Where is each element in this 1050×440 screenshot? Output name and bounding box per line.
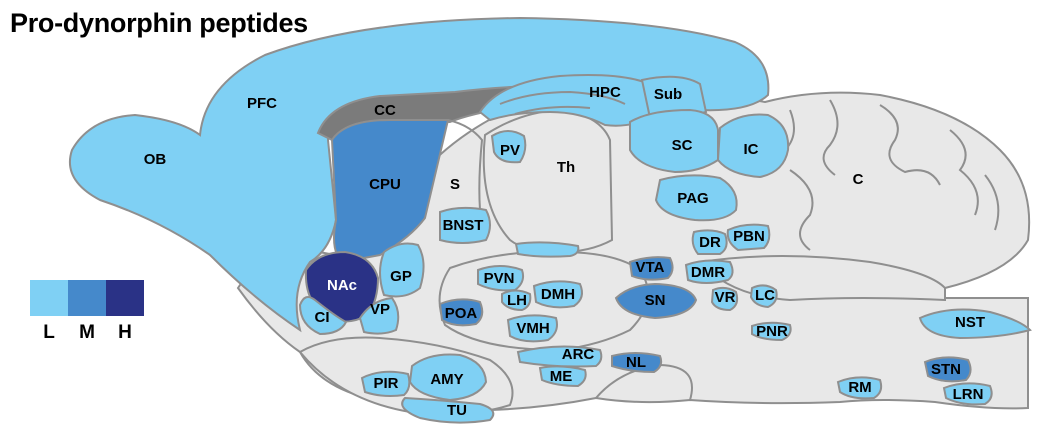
thalamus-base-fill — [514, 241, 580, 258]
region-rm-shape — [836, 376, 883, 400]
legend-label-high: H — [118, 322, 132, 343]
label-pag: PAG — [677, 190, 708, 207]
region-amy-shape — [408, 353, 488, 402]
label-ic: IC — [744, 141, 759, 158]
region-sn-shape — [614, 282, 698, 320]
region-poa-shape — [438, 298, 484, 327]
label-sub: Sub — [654, 86, 682, 103]
region-nl-shape — [611, 352, 663, 374]
region-lrn-shape — [942, 382, 993, 406]
label-tu: TU — [447, 402, 467, 419]
legend-swatch-high — [106, 280, 144, 316]
label-s: S — [450, 176, 460, 193]
label-sn: SN — [645, 292, 666, 309]
label-ci: CI — [315, 309, 330, 326]
hippocampus-inner-line — [499, 90, 626, 115]
region-nst-shape — [918, 308, 1032, 340]
region-stn-shape — [923, 356, 972, 383]
label-dr: DR — [699, 234, 721, 251]
label-amy: AMY — [430, 371, 463, 388]
label-pnr: PNR — [756, 323, 788, 340]
label-stn: STN — [931, 361, 961, 378]
region-pnr-shape — [751, 321, 792, 342]
region-vr-shape — [710, 286, 739, 312]
region-me-shape — [538, 365, 587, 388]
region-vp-shape — [358, 296, 400, 335]
region-bnst-shape — [439, 206, 491, 244]
label-lrn: LRN — [953, 386, 984, 403]
legend-label-medium: M — [79, 322, 95, 343]
label-poa: POA — [445, 305, 478, 322]
region-arc-shape — [516, 345, 603, 368]
label-pvn: PVN — [484, 270, 515, 287]
region-vta-shape — [628, 256, 674, 281]
label-bnst: BNST — [443, 217, 484, 234]
label-dmr: DMR — [691, 264, 725, 281]
region-pbn-shape — [726, 223, 771, 252]
region-vmh-shape — [506, 314, 558, 343]
label-vr: VR — [715, 289, 736, 306]
label-pfc: PFC — [247, 95, 277, 112]
label-vmh: VMH — [516, 320, 549, 337]
legend-swatch-medium — [68, 280, 106, 316]
region-pv-shape — [490, 130, 527, 164]
region-ci-shape — [298, 295, 348, 336]
label-nst: NST — [955, 314, 985, 331]
label-pbn: PBN — [733, 228, 765, 245]
region-pvn-shape — [477, 265, 525, 292]
label-th: Th — [557, 159, 575, 176]
label-pir: PIR — [373, 375, 398, 392]
region-lh-shape — [501, 289, 532, 312]
region-ic-shape — [716, 113, 790, 179]
label-rm: RM — [848, 379, 871, 396]
legend: L M H — [30, 280, 144, 343]
label-pv: PV — [500, 142, 520, 159]
region-pag-shape — [654, 174, 738, 222]
region-pir-shape — [360, 370, 411, 397]
label-lh: LH — [507, 292, 527, 309]
cerebellum-folds — [784, 99, 1000, 251]
region-gp-shape — [379, 242, 425, 298]
region-dr-shape — [691, 229, 728, 255]
label-sc: SC — [672, 137, 693, 154]
region-cpu-shape — [330, 119, 450, 264]
label-ob: OB — [144, 151, 167, 168]
label-vp: VP — [370, 301, 390, 318]
region-lc-shape — [749, 284, 778, 309]
region-dmr-shape — [684, 259, 734, 284]
label-c: C — [853, 171, 864, 188]
region-dmh-shape — [532, 280, 583, 309]
label-me: ME — [550, 368, 573, 385]
label-vta: VTA — [636, 259, 665, 276]
figure-title: Pro-dynorphin peptides — [10, 8, 308, 38]
legend-swatch-low — [30, 280, 68, 316]
label-hpc: HPC — [589, 84, 621, 101]
label-nac: NAc — [327, 277, 357, 294]
label-lc: LC — [755, 287, 775, 304]
label-dmh: DMH — [541, 286, 575, 303]
label-nl: NL — [626, 354, 646, 371]
label-cc: CC — [374, 102, 396, 119]
legend-label-low: L — [43, 322, 55, 343]
label-gp: GP — [390, 268, 412, 285]
region-s-shape — [447, 119, 484, 211]
label-cpu: CPU — [369, 176, 401, 193]
label-arc: ARC — [562, 346, 595, 363]
region-tu-shape — [401, 396, 495, 424]
